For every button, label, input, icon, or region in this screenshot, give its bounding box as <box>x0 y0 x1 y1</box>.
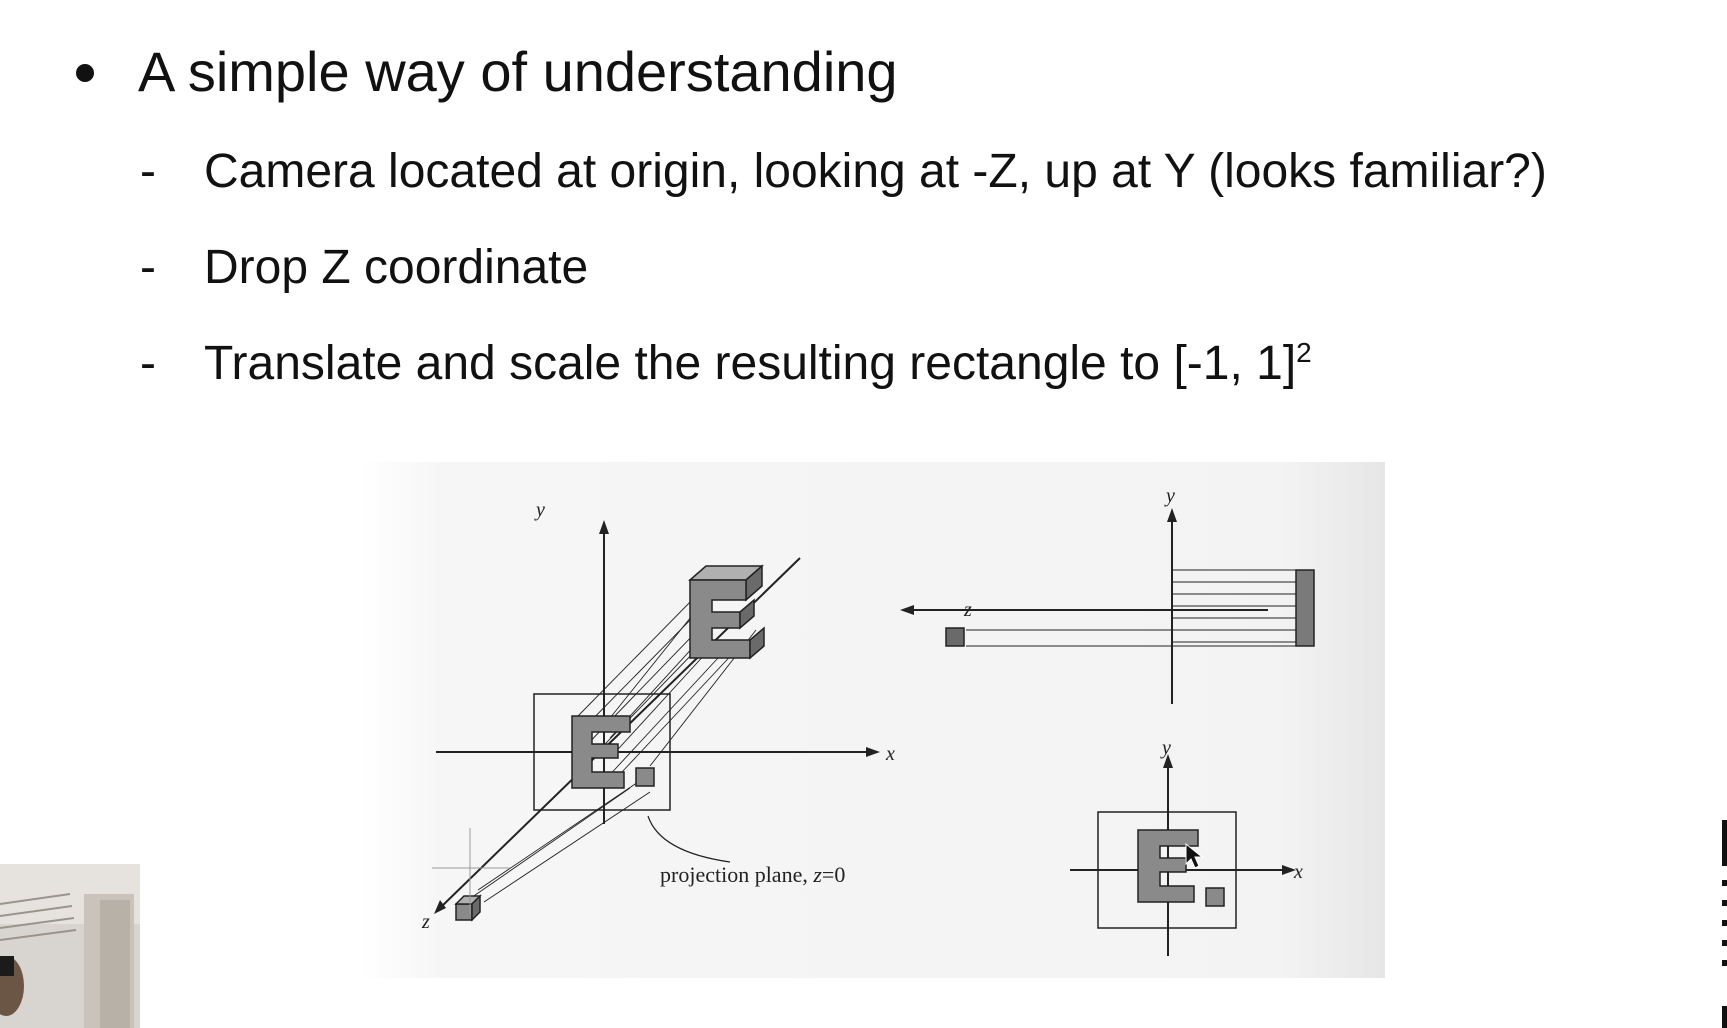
sub-dash: - <box>140 337 156 390</box>
side-z-label: z <box>963 599 972 621</box>
letter-e-projected <box>571 715 655 789</box>
sub-text: Translate and scale the resulting rectan… <box>204 334 1312 394</box>
front-y-label: y <box>1160 737 1171 759</box>
x-axis-label: x <box>885 743 895 765</box>
front-letter-e <box>1137 829 1199 903</box>
sub-text: Camera located at origin, looking at -Z,… <box>204 145 1547 198</box>
figure-background <box>360 462 1385 978</box>
superscript: 2 <box>1296 337 1312 368</box>
y-axis-label: y <box>534 499 545 521</box>
front-x-label: x <box>1293 861 1303 883</box>
front-rectangle <box>1097 811 1237 929</box>
webcam-overlay <box>0 864 140 1028</box>
projection-plane <box>533 693 671 811</box>
cube-projector-lines <box>467 777 651 903</box>
sub-text-main: Translate and scale the resulting rectan… <box>204 337 1297 390</box>
side-view <box>900 508 1315 704</box>
edge-marks <box>1722 820 1727 1028</box>
label-leader <box>647 815 731 863</box>
sub-dash: - <box>140 241 156 294</box>
letter-e-3d <box>688 564 765 660</box>
small-cube <box>454 894 482 922</box>
perspective-view <box>432 520 880 922</box>
sub-dash: - <box>140 145 156 198</box>
bullet-dot <box>76 64 94 82</box>
mouse-cursor-icon <box>1185 842 1204 869</box>
orthographic-projection-figure: y x z projection plane, z=0 y <box>360 462 1385 978</box>
y-axis-arrow <box>599 520 609 534</box>
front-small-square <box>1205 887 1225 907</box>
z-axis-arrow <box>434 900 446 914</box>
z-axis-label: z <box>421 911 430 933</box>
front-view <box>1070 754 1296 956</box>
projection-plane-label: projection plane, z=0 <box>660 862 845 887</box>
x-axis-arrow <box>866 747 880 757</box>
sub-text: Drop Z coordinate <box>204 241 589 294</box>
bullet-text: A simple way of understanding <box>138 40 898 103</box>
side-y-label: y <box>1164 485 1175 507</box>
